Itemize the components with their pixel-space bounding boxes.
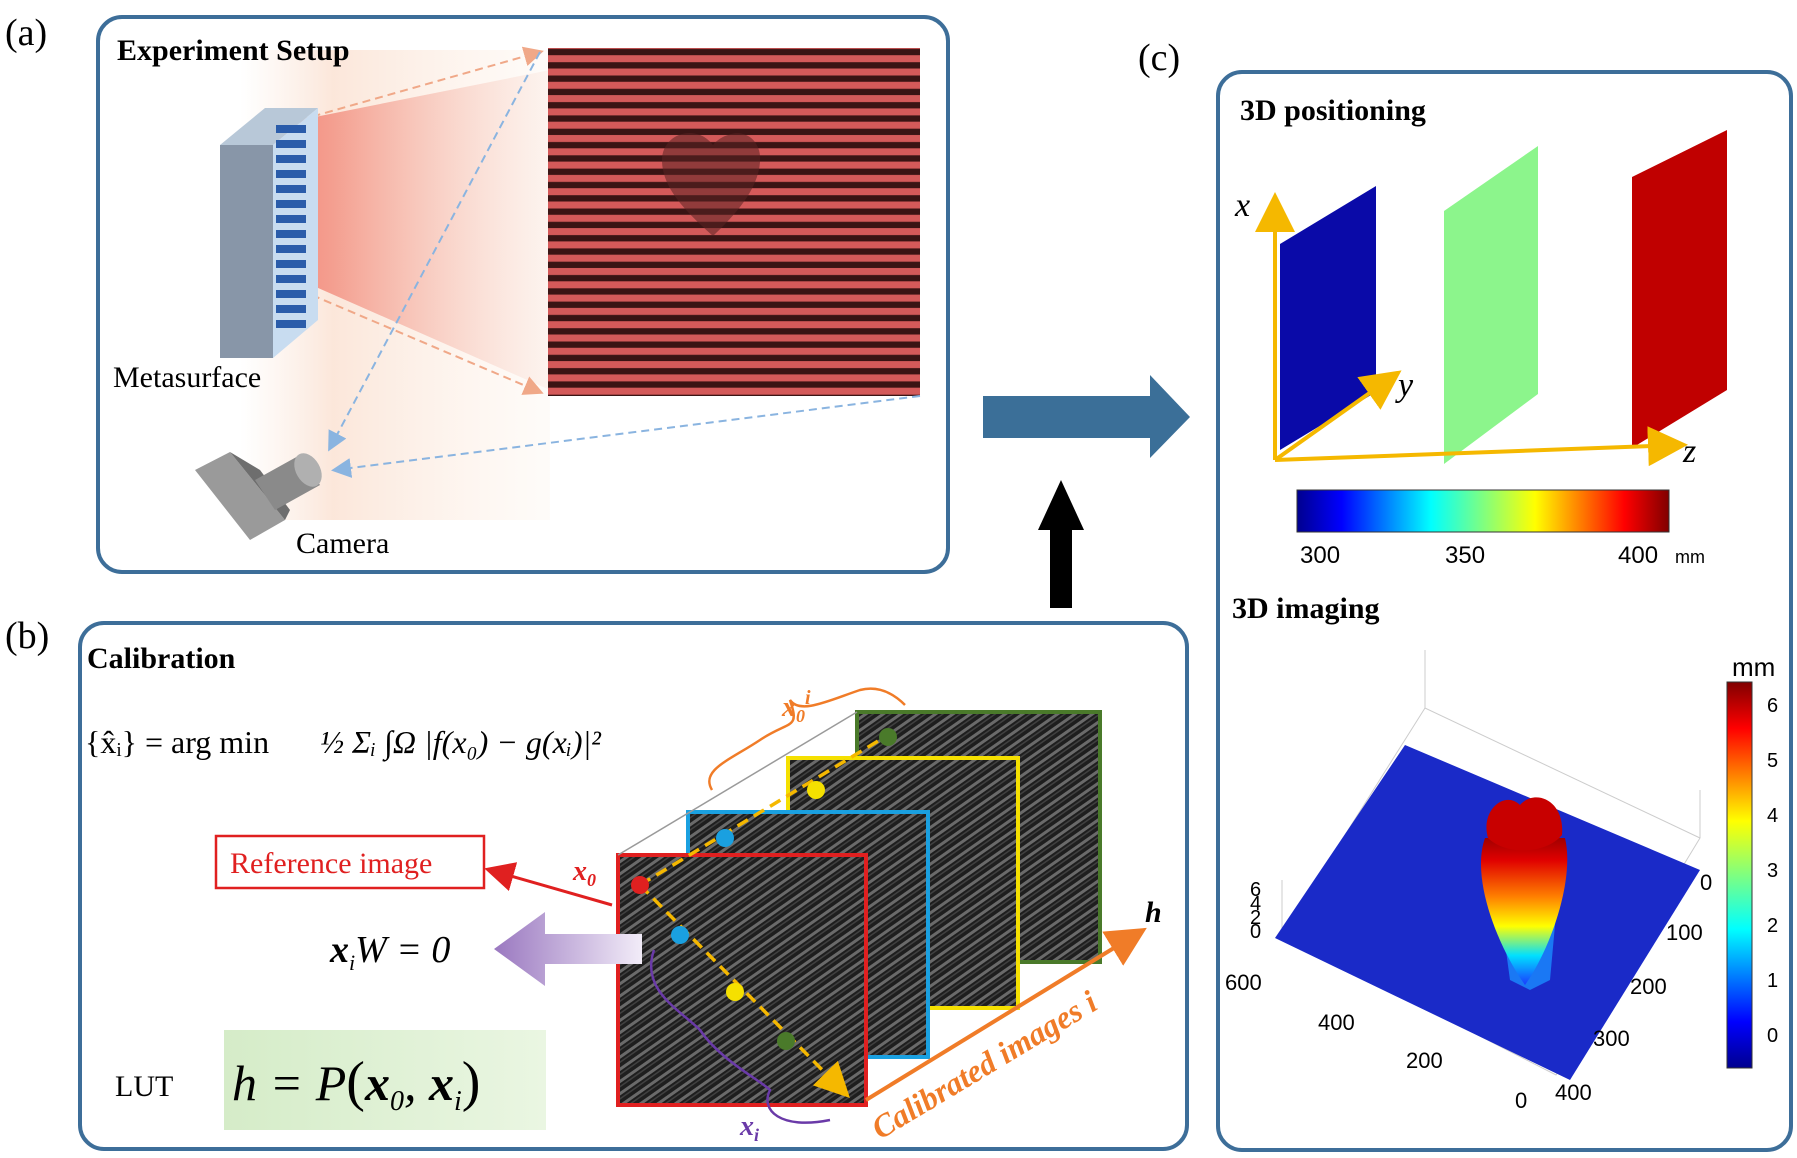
x0i-label: x0i [781, 687, 811, 726]
plane-400 [1632, 130, 1727, 448]
point-cyan-lower [671, 926, 689, 944]
panel-b [78, 621, 1189, 1151]
constraint-arrow [494, 912, 642, 986]
left-tick: 400 [1318, 1010, 1355, 1035]
xi-label: xi [739, 1111, 759, 1145]
heart-surface [1480, 838, 1568, 985]
reference-label: Reference image [230, 847, 432, 880]
right-tick: 300 [1593, 1026, 1630, 1051]
plane-300 [1280, 186, 1376, 450]
right-tick: 200 [1630, 974, 1667, 999]
position-colorbar-ticks: 300 350 400 mm [1300, 542, 1705, 569]
panel-c [1216, 70, 1793, 1152]
height-tick: 5 [1767, 750, 1778, 772]
position-unit: mm [1675, 547, 1705, 567]
panel-a-letter: (a) [5, 12, 47, 54]
lut-equation: h = P(x0, xi) [232, 1051, 480, 1117]
point-yellow-upper [807, 781, 825, 799]
axis-z-label: z [1682, 433, 1696, 470]
x0-label: x0 [572, 856, 596, 890]
axis-x-label: x [1234, 187, 1250, 224]
height-tick: 6 [1767, 695, 1778, 717]
axis-z [1274, 426, 1688, 467]
panel-a [96, 15, 950, 574]
capture-line-top [328, 51, 541, 452]
z-tick: 2 [1250, 907, 1261, 929]
h-axis-label: h [1145, 896, 1162, 929]
left-axis-ticks: 600 400 200 0 [1225, 970, 1527, 1113]
right-tick: 400 [1555, 1080, 1592, 1105]
left-tick: 600 [1225, 970, 1262, 995]
reference-arrow [484, 862, 613, 907]
imaging-title: 3D imaging [1232, 592, 1380, 625]
right-tick: 100 [1666, 920, 1703, 945]
projection-line-top [299, 46, 544, 121]
projection-line-bottom [299, 289, 544, 395]
surface-plot [1275, 650, 1701, 1080]
equation-lhs: {x̂ᵢ} = arg min [85, 724, 269, 760]
point-x0 [631, 876, 649, 894]
heart-top [1486, 797, 1563, 851]
positioning-title: 3D positioning [1240, 94, 1426, 127]
height-tick: 4 [1767, 805, 1778, 827]
height-tick: 1 [1767, 970, 1778, 992]
panel-a-title: Experiment Setup [117, 34, 350, 67]
axis-y [1273, 370, 1402, 462]
z-tick: 4 [1250, 893, 1261, 915]
metasurface-icon [220, 108, 318, 358]
height-colorbar [1726, 681, 1753, 1069]
left-tick: 200 [1406, 1048, 1443, 1073]
flow-arrow-up [1038, 480, 1084, 608]
right-axis-ticks: 0 100 200 300 400 [1555, 870, 1712, 1105]
lut-label: LUT [115, 1070, 173, 1103]
point-yellow-lower [726, 983, 744, 1001]
path-lower [638, 883, 850, 1098]
position-tick: 350 [1445, 542, 1485, 569]
z-ticks: 6 4 2 0 [1250, 879, 1261, 943]
surface-base [1275, 745, 1700, 1080]
h-axis-arrow [864, 927, 1147, 1102]
point-green-upper [879, 728, 897, 746]
height-tick: 2 [1767, 915, 1778, 937]
plane-350 [1444, 146, 1538, 464]
brace-xi [650, 949, 831, 1124]
height-unit: mm [1732, 652, 1775, 682]
axis-y-label: y [1395, 367, 1414, 404]
panel-b-letter: (b) [5, 615, 49, 657]
camera-icon [195, 452, 322, 540]
position-tick: 400 [1618, 542, 1658, 569]
panel-c-letter: (c) [1138, 37, 1180, 79]
left-tick: 0 [1515, 1088, 1527, 1113]
lut-highlight [224, 1030, 546, 1130]
heart-object [662, 132, 761, 236]
flow-arrow-right [983, 375, 1190, 458]
height-tick: 0 [1767, 1025, 1778, 1047]
reference-box [214, 834, 486, 890]
capture-line-bottom [331, 395, 921, 478]
point-green-lower [777, 1032, 795, 1050]
panel-b-title: Calibration [87, 642, 236, 675]
path-upper [639, 733, 889, 887]
equation-rhs: ½ Σᵢ ∫Ω |f(x₀) − g(xᵢ)|² [320, 724, 602, 762]
camera-label: Camera [296, 527, 389, 560]
z-tick: 0 [1250, 921, 1261, 943]
metasurface-label: Metasurface [113, 361, 261, 394]
point-cyan-upper [716, 829, 734, 847]
position-tick: 300 [1300, 542, 1340, 569]
height-colorbar-ticks: 6 5 4 3 2 1 0 [1767, 695, 1778, 1047]
z-tick: 6 [1250, 879, 1261, 901]
stack-edge [617, 711, 858, 856]
fringe-image [548, 48, 920, 396]
reference-frame [616, 853, 868, 1107]
brace-x0i [708, 687, 906, 791]
height-tick: 3 [1767, 860, 1778, 882]
position-colorbar [1296, 489, 1670, 533]
constraint-equation: xiW = 0 [329, 929, 450, 975]
right-tick: 0 [1700, 870, 1712, 895]
